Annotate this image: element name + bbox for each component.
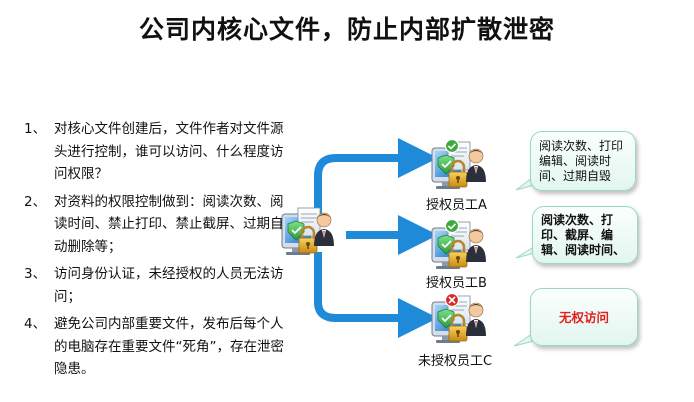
- list-item-number: 2、: [24, 193, 47, 210]
- list-item-text: 对资料的权限控制做到：阅读次数、阅读时间、禁止打印、禁止截屏、过期自动删除等；: [54, 193, 284, 255]
- callout-text: 阅读次数、打印、截屏、编辑、阅读时间、: [541, 212, 626, 257]
- source-computer-icon: [280, 206, 335, 257]
- check-icon: [444, 138, 460, 154]
- list-item-number: 1、: [24, 121, 47, 137]
- employee-c-label: 未授权员工C: [418, 354, 493, 369]
- callout-text: 阅读次数、打印编辑、阅读时间、过期自毁: [539, 138, 624, 183]
- employee-c-computer-icon: [430, 292, 487, 345]
- list-item-text: 对核心文件创建后，文件作者对文件源头进行控制，谁可以访问、什么程度访问权限？: [54, 121, 284, 182]
- list-item: 1、 对核心文件创建后，文件作者对文件源头进行控制，谁可以访问、什么程度访问权限…: [24, 118, 286, 186]
- cross-icon: [444, 292, 460, 308]
- callout-text: 无权访问: [558, 309, 609, 325]
- key-points-list: 1、 对核心文件创建后，文件作者对文件源头进行控制，谁可以访问、什么程度访问权限…: [24, 118, 286, 386]
- arrow-to-employee-c: [314, 252, 438, 338]
- check-icon: [444, 218, 460, 234]
- callout-employee-b: 阅读次数、打印、截屏、编辑、阅读时间、: [532, 206, 638, 264]
- callout-employee-a: 阅读次数、打印编辑、阅读时间、过期自毁: [530, 131, 636, 191]
- list-item-number: 4、: [24, 316, 47, 332]
- callout-employee-c: 无权访问: [530, 288, 638, 346]
- list-item-text: 避免公司内部重要文件，发布后每个人的电脑存在重要文件“死角”，存在泄密隐患。: [54, 316, 284, 377]
- employee-b-label: 授权员工B: [426, 276, 487, 291]
- employee-b-computer-icon: [430, 218, 487, 271]
- page-title: 公司内核心文件，防止内部扩散泄密: [138, 15, 555, 44]
- employee-a-computer-icon: [430, 138, 487, 191]
- flow-arrows: [314, 138, 438, 338]
- list-item: 4、 避免公司内部重要文件，发布后每个人的电脑存在重要文件“死角”，存在泄密隐患…: [24, 313, 286, 381]
- employee-a-label: 授权员工A: [426, 198, 487, 213]
- list-item-number: 3、: [24, 266, 47, 282]
- list-item-text: 访问身份认证，未经授权的人员无法访问；: [54, 266, 284, 305]
- list-item: 3、 访问身份认证，未经授权的人员无法访问；: [24, 263, 286, 308]
- arrow-to-employee-a: [314, 138, 438, 215]
- list-item: 2、 对资料的权限控制做到：阅读次数、阅读时间、禁止打印、禁止截屏、过期自动删除…: [24, 191, 286, 259]
